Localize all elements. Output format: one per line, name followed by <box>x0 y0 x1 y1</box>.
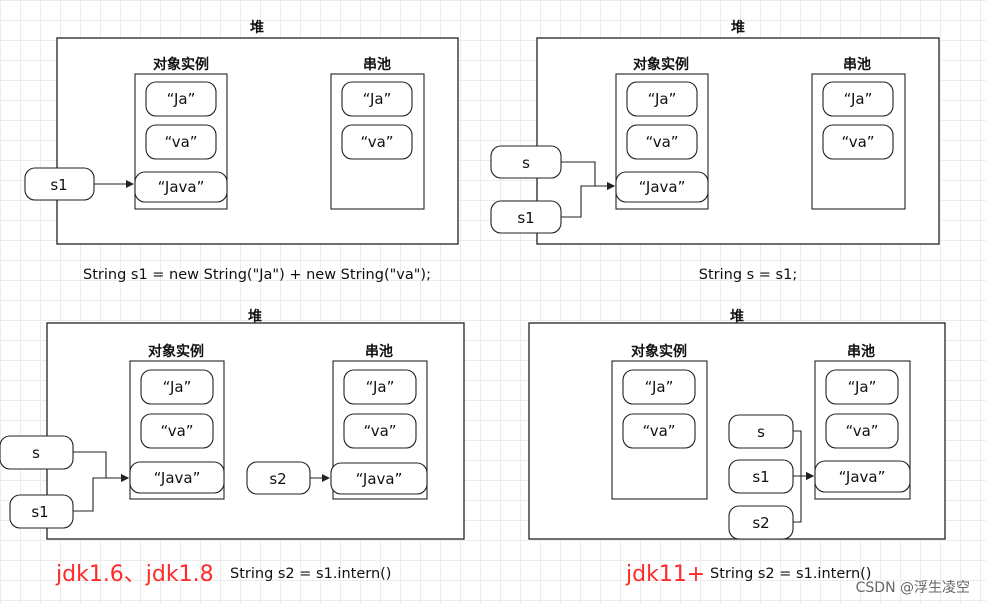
watermark: CSDN @浮生凌空 <box>856 580 970 596</box>
pool-ja-box <box>825 369 899 405</box>
pool-ja-box <box>343 369 417 405</box>
pool-ja-text: “Ja” <box>848 378 877 396</box>
string-va-text: “va” <box>164 133 197 151</box>
pool-java-box <box>330 462 428 495</box>
pool-va-text: “va” <box>360 133 393 151</box>
caption-4: String s2 = s1.intern() <box>710 566 871 582</box>
caption-2: String s = s1; <box>699 267 797 283</box>
pool-label: 串池 <box>363 56 391 73</box>
panel-3: 堆 对象实例 “Ja” “va” “Java” 串池 “Ja” “va” “Ja… <box>0 308 465 587</box>
string-ja-text: “Ja” <box>163 378 192 396</box>
ref-s1-text: s1 <box>752 468 769 486</box>
ref-s1-text: s1 <box>50 176 67 194</box>
pool-java-text: “Java” <box>356 470 403 488</box>
pool-label: 串池 <box>847 343 875 360</box>
pool-va-box <box>343 413 417 449</box>
string-va-box <box>145 124 217 160</box>
version-label: jdk1.6、jdk1.8 <box>55 562 214 587</box>
string-ja-box <box>140 369 214 405</box>
panel-2: 堆 对象实例 “Ja” “va” “Java” 串池 “Ja” “va” s s… <box>490 19 940 283</box>
instances-label: 对象实例 <box>633 56 689 73</box>
string-ja-text: “Ja” <box>648 90 677 108</box>
pool-va-text: “va” <box>363 422 396 440</box>
pool-va-text: “va” <box>841 133 874 151</box>
s1-arrow <box>561 182 615 218</box>
pool-ja-box <box>341 81 413 117</box>
string-ja-text: “Ja” <box>645 378 674 396</box>
pool-va-text: “va” <box>845 422 878 440</box>
string-ja-box <box>626 81 698 117</box>
pool-ja-box <box>822 81 894 117</box>
heap-label: 堆 <box>730 308 744 325</box>
string-va-box <box>140 413 214 449</box>
pool-va-box <box>825 413 899 449</box>
ref-s2-text: s2 <box>752 514 769 532</box>
pool-va-box <box>341 124 413 160</box>
panel-4: 堆 对象实例 “Ja” “va” 串池 “Ja” “va” “Java” s s… <box>528 308 946 587</box>
instances-label: 对象实例 <box>148 343 204 360</box>
string-ja-text: “Ja” <box>167 90 196 108</box>
string-va-text: “va” <box>160 422 193 440</box>
string-ja-box <box>145 81 217 117</box>
caption-1: String s1 = new String("Ja") + new Strin… <box>83 267 431 283</box>
pool-va-box <box>822 124 894 160</box>
caption-3: String s2 = s1.intern() <box>230 566 391 582</box>
instances-label: 对象实例 <box>153 56 209 73</box>
string-va-box <box>622 413 696 449</box>
string-ja-box <box>622 369 696 405</box>
string-java-text: “Java” <box>639 178 686 196</box>
instances-label: 对象实例 <box>631 343 687 360</box>
string-java-text: “Java” <box>158 178 205 196</box>
string-java-box <box>134 171 228 203</box>
string-va-text: “va” <box>645 133 678 151</box>
string-java-box <box>615 171 709 203</box>
ref-s2-text: s2 <box>269 470 286 488</box>
version-label: jdk11+ <box>625 562 705 587</box>
ref-s-text: s <box>757 423 765 441</box>
ref-s-text: s <box>522 154 530 172</box>
heap-label: 堆 <box>248 308 262 325</box>
heap-label: 堆 <box>731 19 745 36</box>
s2-arrow <box>793 472 814 523</box>
heap-label: 堆 <box>250 19 264 36</box>
pool-ja-text: “Ja” <box>363 90 392 108</box>
ref-s1-text: s1 <box>31 503 48 521</box>
pool-label: 串池 <box>365 343 393 360</box>
pool-ja-text: “Ja” <box>844 90 873 108</box>
s1-arrow <box>73 474 129 512</box>
ref-s1-text: s1 <box>517 209 534 227</box>
string-va-box <box>626 124 698 160</box>
panel-1: 堆 对象实例 “Ja” “va” “Java” 串池 “Ja” “va” s1 … <box>24 19 459 283</box>
pool-java-box <box>814 460 911 493</box>
pool-ja-text: “Ja” <box>366 378 395 396</box>
ref-s-text: s <box>32 444 40 462</box>
string-java-text: “Java” <box>154 469 201 487</box>
string-va-text: “va” <box>642 422 675 440</box>
pool-java-text: “Java” <box>839 468 886 486</box>
string-java-box <box>129 461 225 494</box>
pool-label: 串池 <box>843 56 871 73</box>
